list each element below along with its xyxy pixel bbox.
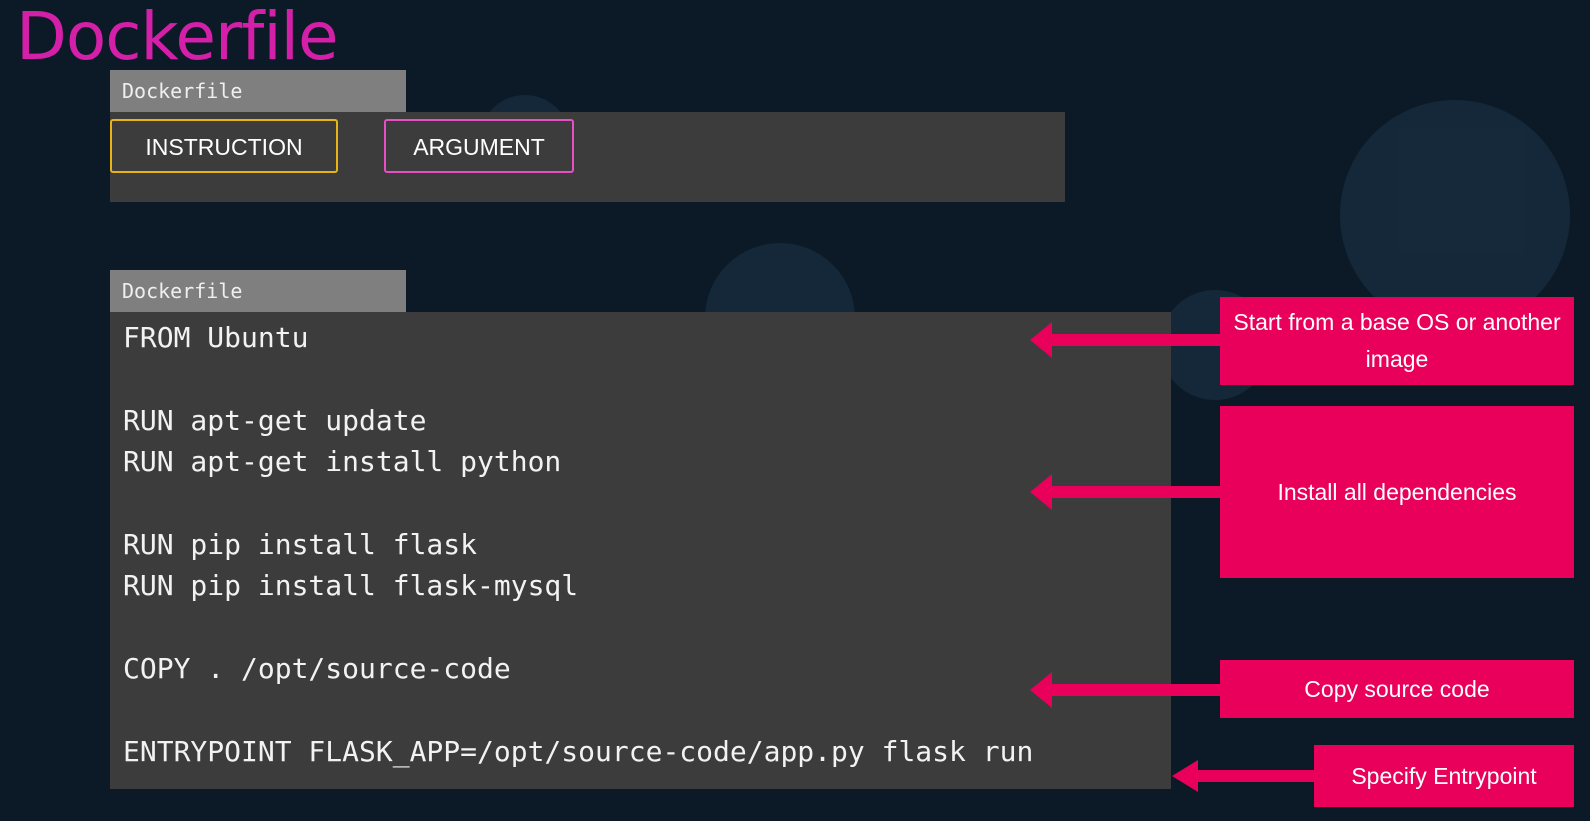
callout-copy-source: Copy source code: [1220, 660, 1574, 718]
callout-entrypoint: Specify Entrypoint: [1314, 745, 1574, 807]
code-line-run-update: RUN apt-get update: [123, 404, 427, 437]
arrow-left-icon: [1030, 672, 1220, 708]
argument-label: ARGUMENT: [384, 119, 574, 173]
syntax-panel: INSTRUCTION ARGUMENT: [110, 112, 1065, 202]
code-line-run-python: RUN apt-get install python: [123, 445, 562, 478]
instruction-label: INSTRUCTION: [110, 119, 338, 173]
callout-base-os: Start from a base OS or another image: [1220, 297, 1574, 385]
code-line-from: FROM Ubuntu: [123, 321, 309, 354]
syntax-file-tab[interactable]: Dockerfile: [110, 70, 406, 112]
code-line-run-flask: RUN pip install flask: [123, 528, 478, 561]
arrow-left-icon: [1030, 474, 1220, 510]
slide-title: Dockerfile: [16, 0, 339, 75]
arrow-left-icon: [1030, 322, 1220, 358]
callout-dependencies: Install all dependencies: [1220, 406, 1574, 578]
code-line-copy: COPY . /opt/source-code: [123, 652, 511, 685]
arrow-left-icon: [1172, 760, 1316, 792]
code-file-tab[interactable]: Dockerfile: [110, 270, 406, 312]
code-panel: FROM Ubuntu RUN apt-get update RUN apt-g…: [110, 312, 1171, 789]
code-line-run-flask-mysql: RUN pip install flask-mysql: [123, 569, 579, 602]
code-line-entrypoint: ENTRYPOINT FLASK_APP=/opt/source-code/ap…: [123, 735, 1034, 768]
